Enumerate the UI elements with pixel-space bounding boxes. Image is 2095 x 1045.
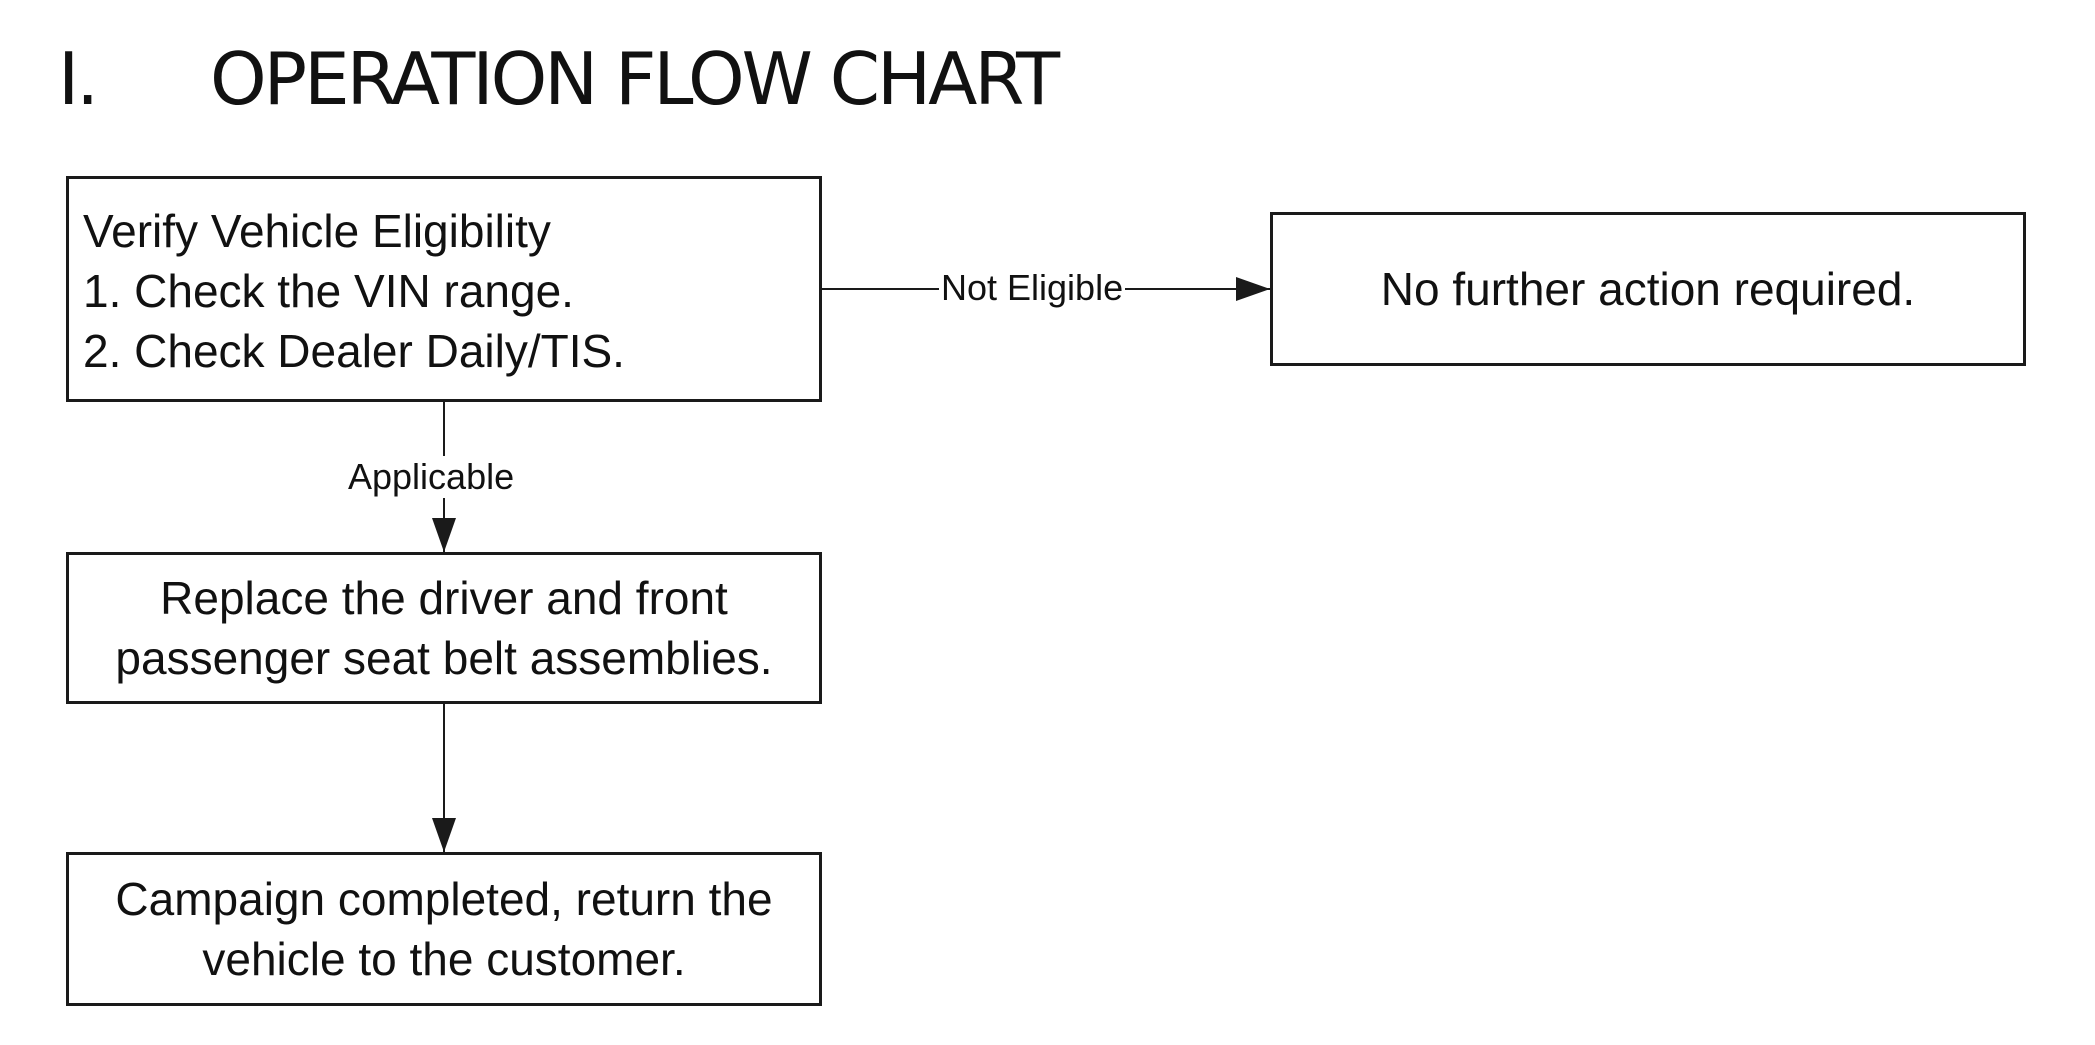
campaign-line-2: vehicle to the customer. [202,933,686,985]
not-eligible-label: Not Eligible [939,267,1126,309]
applicable-label: Applicable [346,456,517,498]
verify-line-2: 1. Check the VIN range. [83,265,574,317]
verify-eligibility-box: Verify Vehicle Eligibility 1. Check the … [66,176,822,402]
verify-line-1: Verify Vehicle Eligibility [83,205,551,257]
no-further-action-box: No further action required. [1270,212,2026,366]
section-title: OPERATION FLOW CHART [210,37,1060,121]
campaign-completed-box: Campaign completed, return the vehicle t… [66,852,822,1006]
replace-seat-belts-box: Replace the driver and front passenger s… [66,552,822,704]
verify-line-3: 2. Check Dealer Daily/TIS. [83,325,625,377]
section-number: I. [58,37,99,121]
replace-line-1: Replace the driver and front [160,572,728,624]
replace-line-2: passenger seat belt assemblies. [115,632,773,684]
no-further-line-1: No further action required. [1380,263,1916,315]
campaign-line-1: Campaign completed, return the [115,873,773,925]
